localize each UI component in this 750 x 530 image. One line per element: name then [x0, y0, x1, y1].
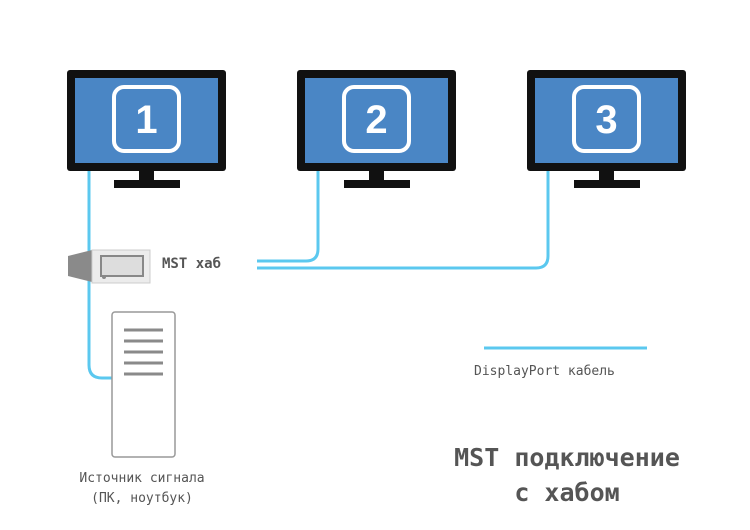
- monitor-number: 3: [595, 98, 617, 142]
- legend-label: DisplayPort кабель: [474, 364, 615, 379]
- cables: [87, 170, 647, 380]
- title-line1: MST подключение: [454, 443, 680, 472]
- monitor-1: 1: [67, 70, 226, 188]
- cable-hub-to-monitor-3: [257, 170, 550, 270]
- monitor-number: 1: [135, 98, 157, 142]
- monitor-2: 2: [297, 70, 456, 188]
- title-line2: с хабом: [514, 478, 620, 507]
- mst-hub-icon: [68, 249, 151, 284]
- cable-hub-to-monitor-2: [257, 170, 320, 263]
- signal-source-tower-icon: [111, 311, 176, 458]
- monitor-number: 2: [365, 98, 387, 142]
- hub-label: MST хаб: [162, 256, 222, 272]
- source-label-line2: (ПК, ноутбук): [91, 491, 193, 506]
- source-label-line1: Источник сигнала: [79, 471, 205, 486]
- monitor-3: 3: [527, 70, 686, 188]
- cable-source-to-monitor-1: [87, 170, 113, 380]
